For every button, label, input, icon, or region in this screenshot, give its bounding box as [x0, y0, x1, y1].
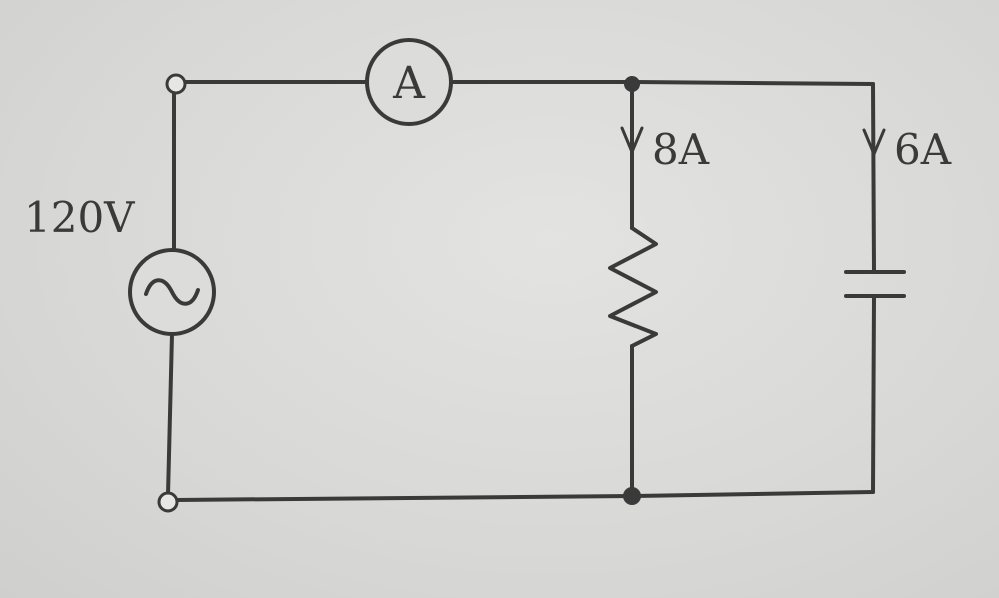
terminal-bottom — [157, 491, 179, 513]
resistor-current-arrow-icon — [620, 126, 644, 154]
resistor-current-label: 8A — [652, 125, 710, 174]
capacitor-current-label: 6A — [894, 125, 952, 174]
top-wire-right — [450, 80, 875, 86]
bottom-wire — [174, 490, 875, 502]
ac-sine-icon — [144, 278, 200, 306]
capacitor-branch-top-wire — [871, 82, 876, 274]
capacitor-current-arrow-icon — [862, 128, 886, 156]
ammeter — [365, 38, 453, 126]
ammeter-symbol: A — [392, 58, 426, 109]
source-voltage-label: 120V — [24, 193, 135, 242]
terminal-top — [165, 73, 187, 95]
source-wire-bottom — [166, 332, 174, 497]
capacitor-branch-bottom-wire — [871, 294, 876, 494]
resistor — [608, 226, 658, 348]
junction-top — [624, 76, 640, 92]
junction-bottom — [623, 487, 641, 505]
